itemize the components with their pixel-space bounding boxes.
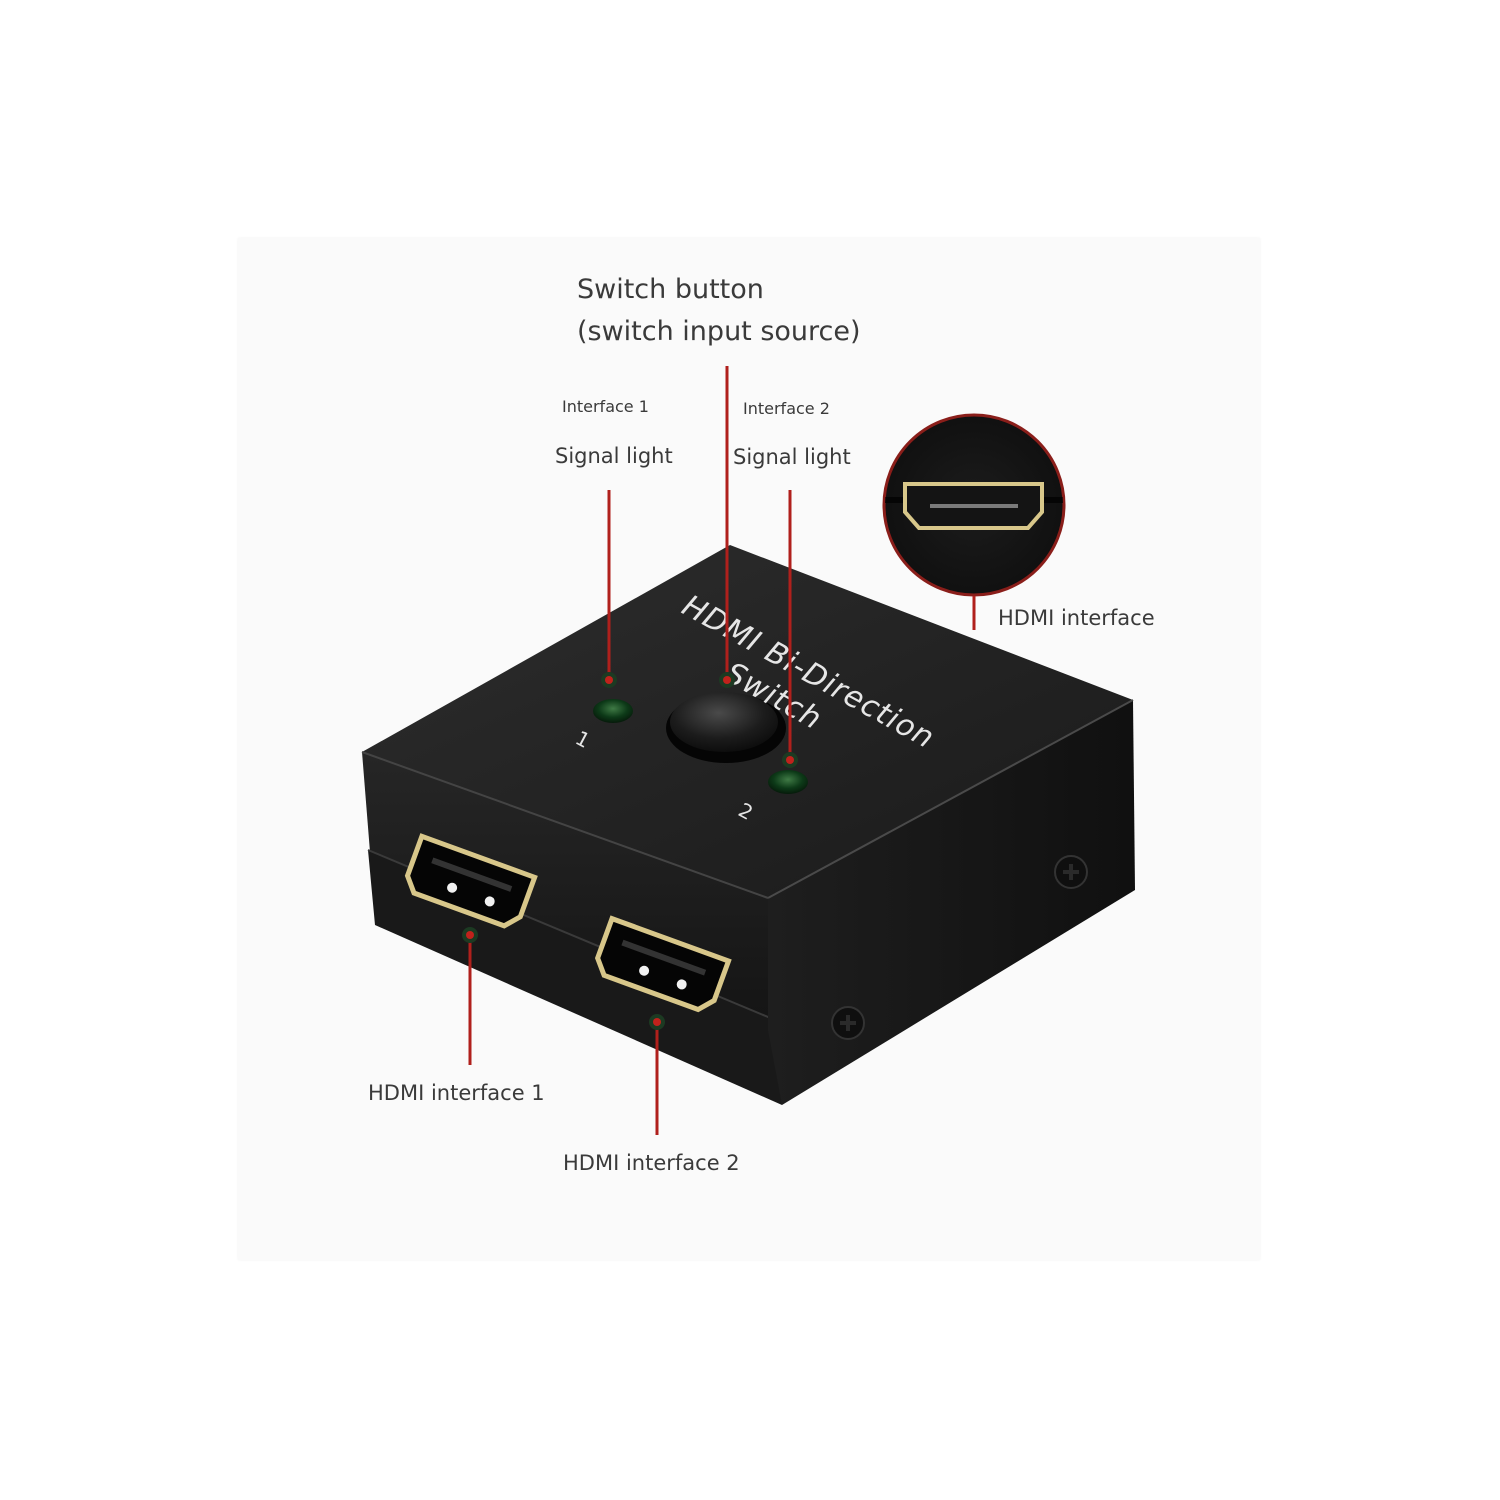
hdmi-interface-label: HDMI interface <box>998 606 1155 630</box>
screw-icon <box>1054 855 1088 889</box>
device-side-face <box>768 700 1135 1105</box>
interface1-label: Interface 1 <box>562 397 649 416</box>
hdmi-interface-2-label: HDMI interface 2 <box>563 1151 740 1175</box>
screw-icon <box>831 1006 865 1040</box>
led-1-icon <box>593 699 633 723</box>
interface1-signal-label: Signal light <box>555 444 673 468</box>
interface2-label: Interface 2 <box>743 399 830 418</box>
hdmi-port-1-icon <box>404 833 538 929</box>
hdmi-zoom-inset <box>882 413 1066 597</box>
callout-dots <box>462 672 798 1030</box>
interface2-signal-label: Signal light <box>733 445 851 469</box>
led-2-icon <box>768 770 808 794</box>
switch-button-label: Switch button <box>577 274 764 305</box>
hdmi-port-2-icon <box>594 915 732 1013</box>
callout-lines <box>468 366 976 1135</box>
switch-button-icon <box>666 692 786 763</box>
hdmi-interface-1-label: HDMI interface 1 <box>368 1081 545 1105</box>
switch-button-sublabel: (switch input source) <box>577 316 861 347</box>
